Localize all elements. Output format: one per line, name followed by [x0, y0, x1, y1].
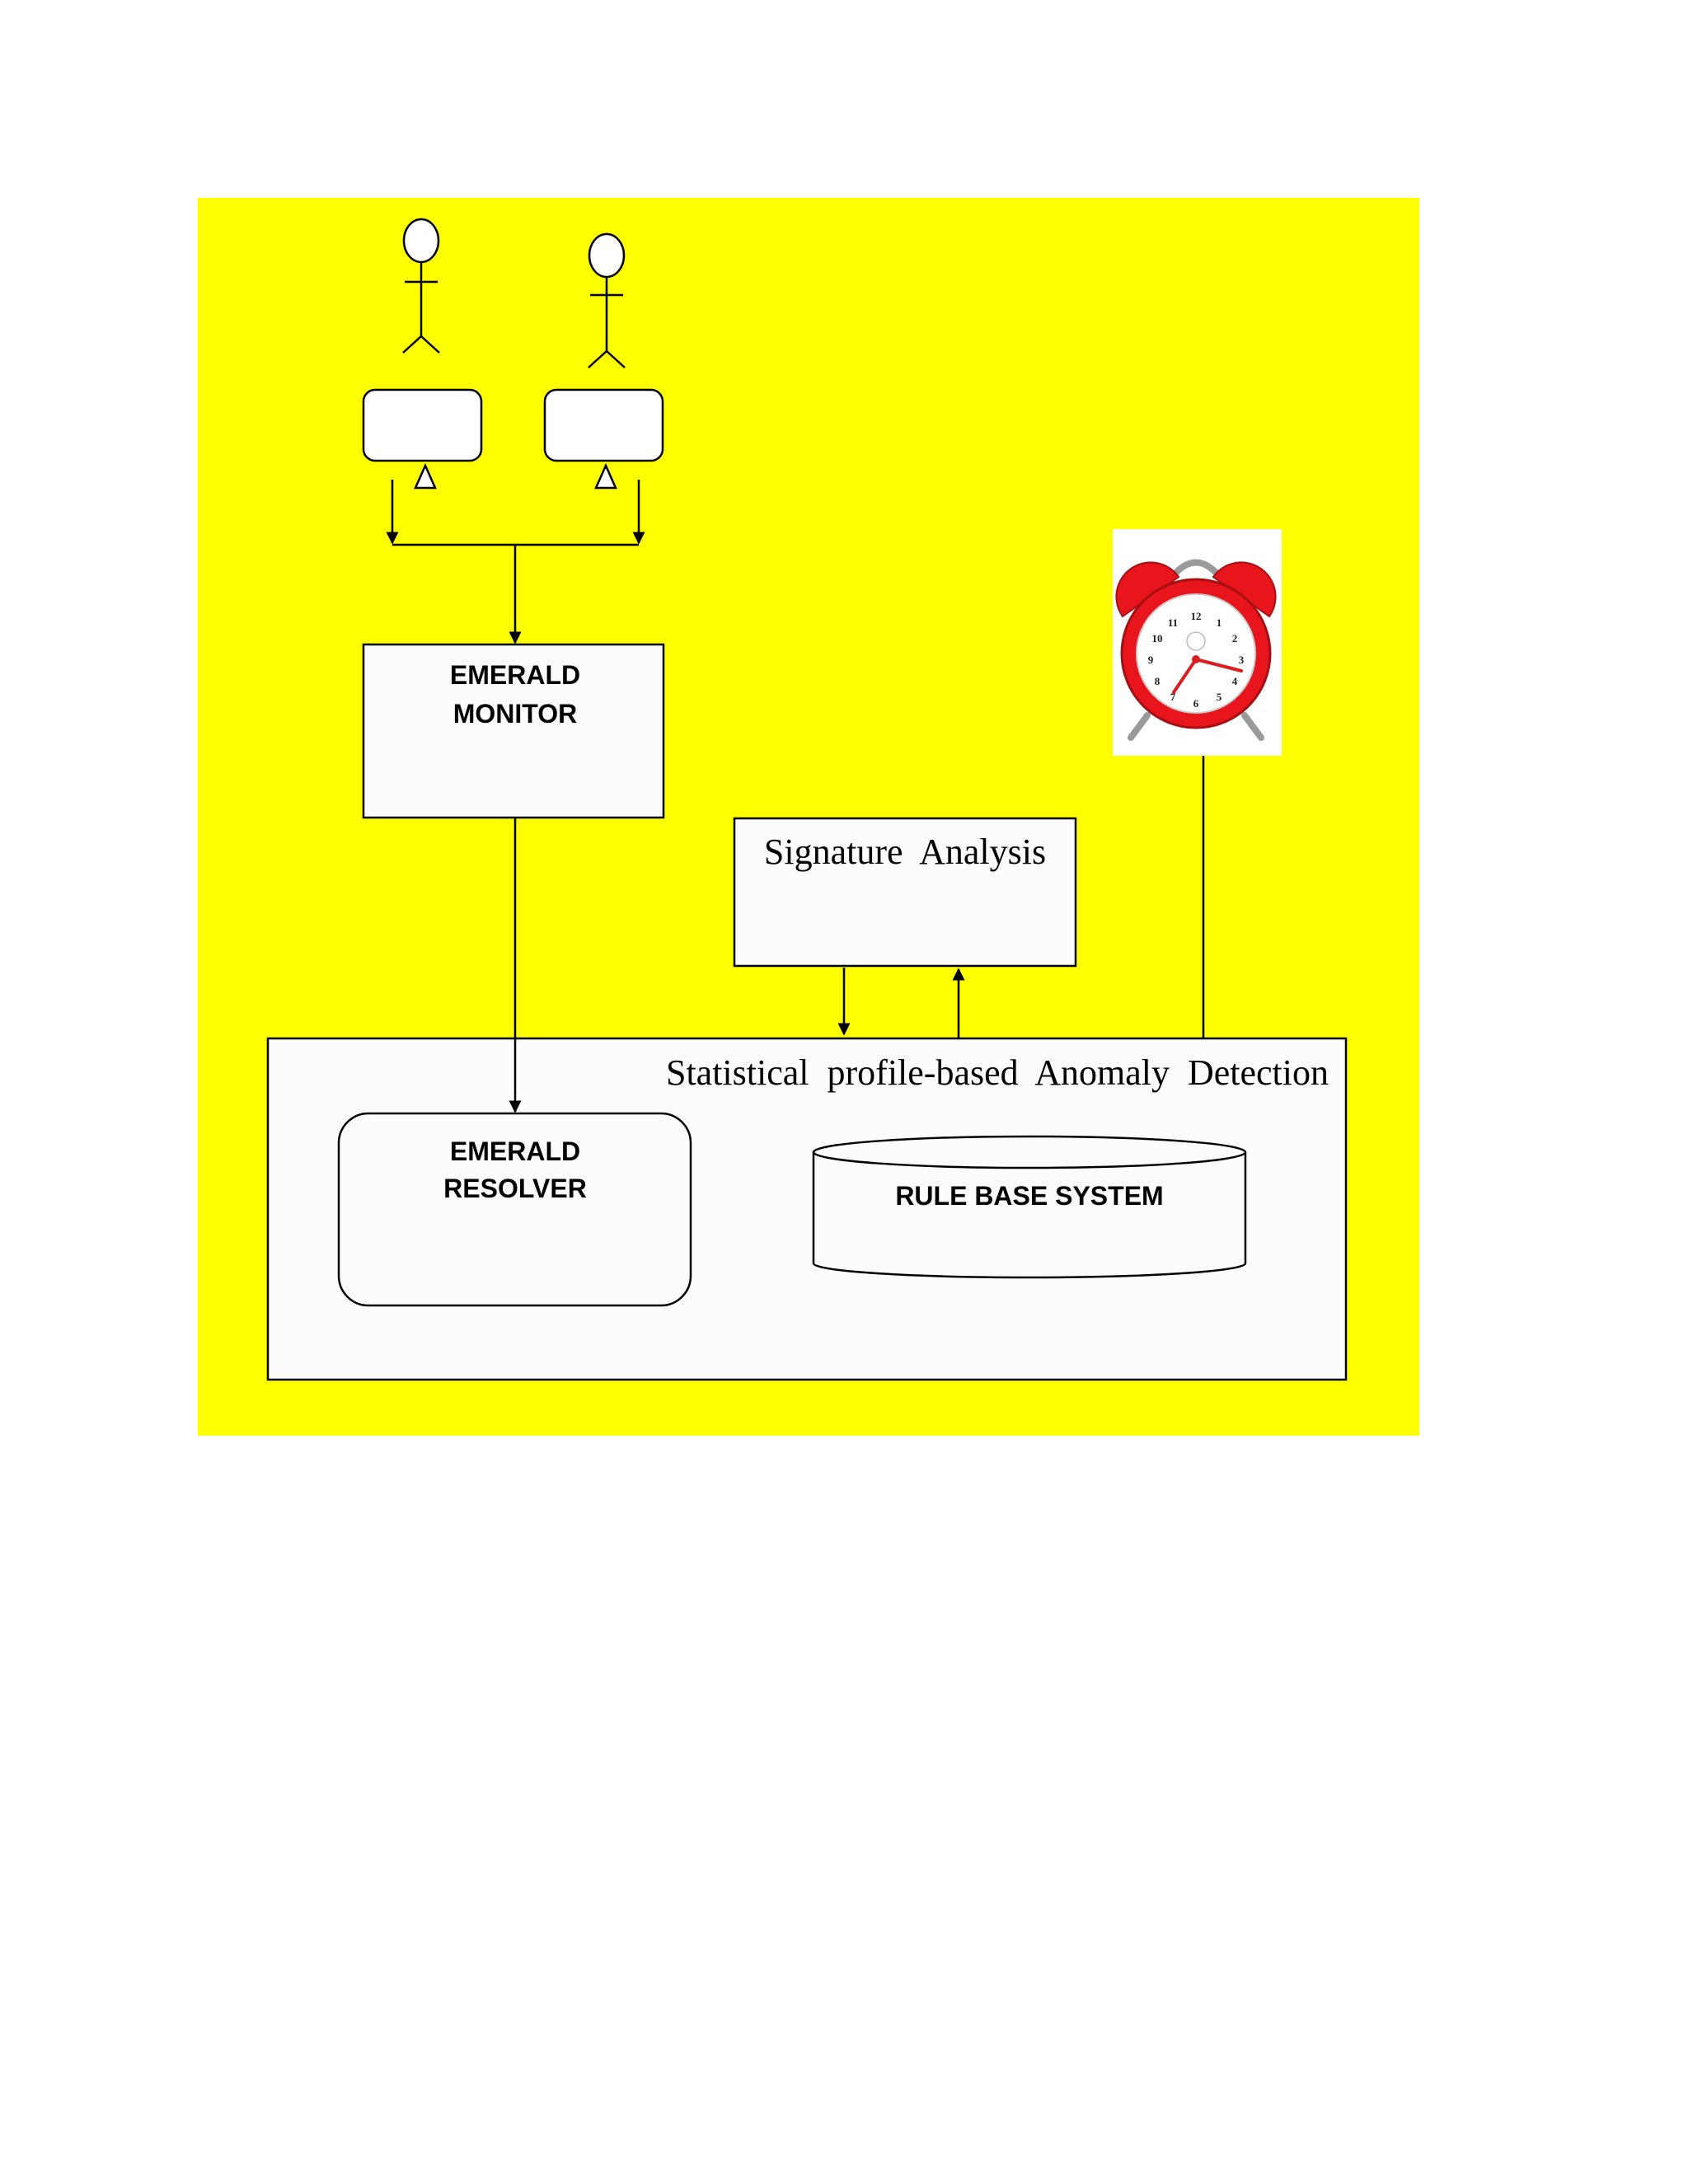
terminal-icon: [362, 388, 483, 462]
resolver-box: EMERALD RESOLVER: [337, 1112, 692, 1307]
anomaly-label: Statistical profile-based Anomaly Detect…: [666, 1052, 1329, 1093]
terminal-icon: [543, 388, 664, 462]
svg-text:8: 8: [1155, 675, 1160, 687]
svg-text:4: 4: [1232, 675, 1238, 687]
signature-label: Signature Analysis: [764, 832, 1046, 872]
svg-text:9: 9: [1148, 654, 1154, 666]
clock-numbers: 12 1 2 3 4 5 6 7 8 9 10 11: [1148, 610, 1245, 710]
svg-text:7: 7: [1170, 691, 1176, 703]
signature-box: Signature Analysis: [733, 817, 1077, 968]
svg-text:3: 3: [1239, 654, 1245, 666]
resolver-label-line1: EMERALD: [450, 1137, 580, 1166]
svg-text:12: 12: [1191, 610, 1202, 622]
rulebase-label: RULE BASE SYSTEM: [895, 1181, 1163, 1211]
svg-text:1: 1: [1217, 616, 1222, 629]
svg-text:6: 6: [1193, 697, 1199, 710]
rulebase-cylinder: RULE BASE SYSTEM: [812, 1135, 1247, 1279]
svg-text:5: 5: [1217, 691, 1222, 703]
flow-arrows: [509, 734, 1210, 1113]
triangle-icon: [594, 462, 617, 490]
svg-text:11: 11: [1168, 616, 1178, 629]
svg-text:2: 2: [1232, 632, 1238, 644]
triangle-icon: [414, 462, 437, 490]
actor-left: [402, 218, 440, 354]
svg-text:10: 10: [1152, 632, 1163, 644]
terminal-left: [362, 388, 483, 490]
person-icon: [402, 218, 440, 354]
monitor-label-line2: MONITOR: [453, 699, 578, 729]
resolver-label-line2: RESOLVER: [443, 1174, 587, 1203]
alarm-clock-icon: 12 1 2 3 4 5 6 7 8 9 10 11: [1113, 529, 1282, 756]
monitor-label-line1: EMERALD: [450, 660, 580, 690]
person-icon: [588, 232, 626, 368]
actor-right: [588, 232, 626, 368]
terminal-right: [543, 388, 664, 490]
monitor-box: EMERALD MONITOR: [362, 643, 665, 819]
terminal-connectors: [386, 480, 645, 644]
